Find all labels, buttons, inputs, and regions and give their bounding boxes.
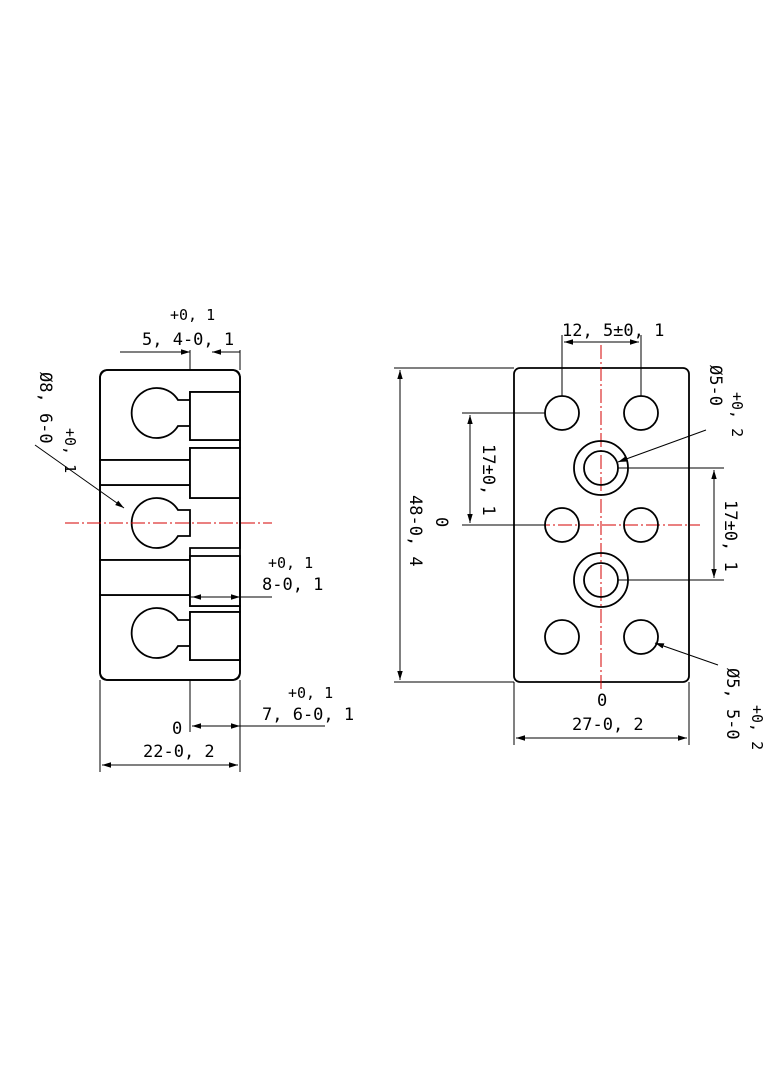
hole-bottom-left	[544, 619, 580, 655]
dim-top-value: 5, 4-0, 1	[142, 330, 234, 350]
dim-dia-bottom-value: Ø5, 5-0	[722, 668, 742, 740]
dim-top-tol: +0, 1	[170, 306, 215, 324]
slot-bottom	[189, 611, 241, 661]
channel-band-bottom	[99, 559, 191, 596]
hole-bottom-right	[623, 619, 659, 655]
socket-pocket-1	[189, 447, 241, 499]
dim-bottom-zero: 0	[172, 719, 182, 739]
hole-mid-right	[623, 507, 659, 543]
dim-dia-bottom-tol: +0, 2	[748, 705, 766, 750]
hole-top-right	[623, 395, 659, 431]
slot-top	[189, 391, 241, 441]
dim-dia-tol: +0, 1	[61, 428, 79, 473]
plan-view: 12, 5±0, 1 Ø5-0 +0, 2 17±0, 1 0 48-0, 4 …	[394, 321, 766, 750]
dim-width-value: 27-0, 2	[572, 715, 644, 735]
section-outline	[99, 369, 241, 681]
dim-bottom-value: 7, 6-0, 1	[262, 705, 354, 725]
dim-height-zero: 0	[431, 517, 451, 527]
hole-top-left	[544, 395, 580, 431]
socket-pocket-2	[189, 555, 241, 607]
dim-mid-tol: +0, 1	[268, 554, 313, 572]
dim-dia-value: Ø8, 6-0	[35, 372, 55, 444]
dim-mid-value: 8-0, 1	[262, 575, 323, 595]
dim-pitch-left: 17±0, 1	[478, 444, 498, 516]
dim-pitch-top: 12, 5±0, 1	[562, 321, 664, 341]
dim-width-zero: 0	[597, 691, 607, 711]
dim-dia-top-value: Ø5-0	[705, 365, 725, 406]
dim-dia-top-tol: +0, 2	[728, 392, 746, 437]
dim-bottom-tol: +0, 1	[288, 684, 333, 702]
dim-height-value: 48-0, 4	[405, 495, 425, 567]
section-holes	[130, 387, 191, 659]
section-view: +0, 1 5, 4-0, 1 Ø8, 6-0 +0, 1 +0, 1 8-0,…	[34, 306, 354, 772]
dim-pitch-right: 17±0, 1	[720, 500, 740, 572]
channel-band-top	[99, 459, 191, 486]
dim-width-value: 22-0, 2	[143, 742, 215, 762]
